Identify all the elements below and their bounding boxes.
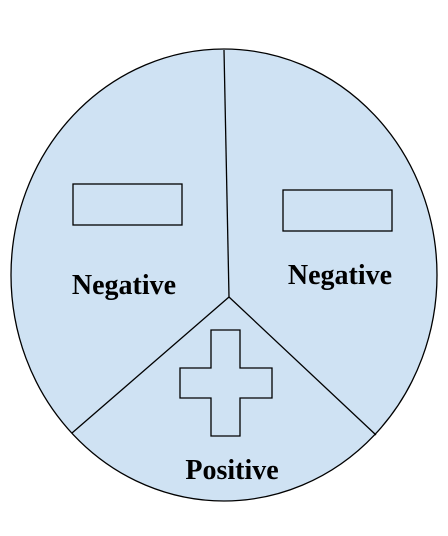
region-label-right: Negative bbox=[288, 260, 392, 291]
minus-sign-icon bbox=[282, 189, 393, 232]
outer-circle bbox=[10, 48, 438, 502]
plus-sign-icon bbox=[179, 329, 273, 437]
divider-top bbox=[223, 49, 230, 298]
region-label-bottom: Positive bbox=[185, 455, 278, 486]
region-label-left: Negative bbox=[72, 270, 176, 301]
minus-sign-icon bbox=[72, 183, 183, 226]
divider-right bbox=[228, 296, 377, 436]
divider-left bbox=[71, 296, 230, 434]
